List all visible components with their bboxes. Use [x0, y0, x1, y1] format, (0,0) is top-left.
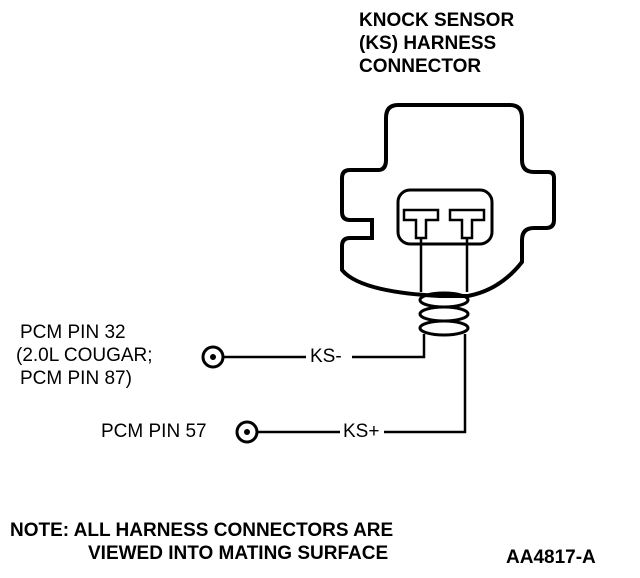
terminal-left [402, 208, 440, 240]
ks-plus-label: KS+ [343, 421, 380, 442]
twisted-pair [418, 291, 470, 337]
terminal-right [448, 208, 486, 240]
connector-body [340, 103, 556, 298]
ks-minus-label: KS- [310, 346, 342, 367]
ks-plus-wire [384, 334, 467, 434]
pin-32-label-line-3: PCM PIN 87) [20, 368, 132, 389]
pin-32-terminal [201, 345, 225, 369]
pin-57-label: PCM PIN 57 [101, 421, 207, 442]
note-line-1: NOTE: ALL HARNESS CONNECTORS ARE [10, 520, 394, 541]
connector-title-line-1: KNOCK SENSOR [359, 10, 515, 31]
connector-title-line-3: CONNECTOR [359, 56, 482, 77]
terminal-cavity [396, 188, 494, 246]
figure-code: AA4817-A [506, 547, 596, 568]
pin-32-label-line-1: PCM PIN 32 [20, 322, 126, 343]
connector-title-line-2: (KS) HARNESS [359, 33, 497, 54]
note-line-2: VIEWED INTO MATING SURFACE [88, 543, 389, 564]
pin-57-terminal [235, 420, 259, 444]
pin-32-label-line-2: (2.0L COUGAR; [16, 345, 153, 366]
ks-minus-wire [352, 334, 426, 359]
